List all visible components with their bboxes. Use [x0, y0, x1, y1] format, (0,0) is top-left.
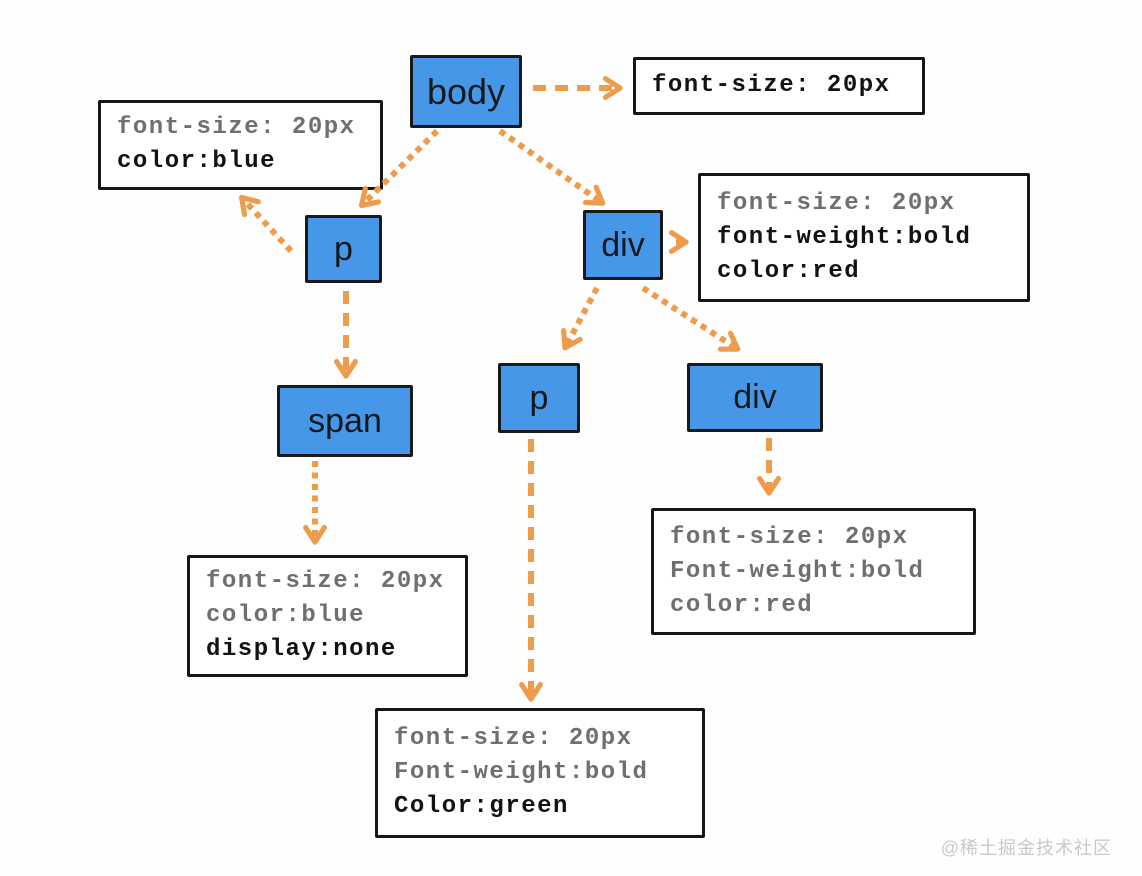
arrow-p-to-p-style [238, 194, 294, 254]
style-rule: color:red [717, 257, 861, 285]
node-p: p [305, 215, 382, 283]
node-label: body [426, 70, 506, 112]
span-style-box: font-size: 20px color:blue display:none [187, 555, 468, 677]
style-rule: font-size: 20px [670, 523, 909, 551]
arrow-div-to-p-child [561, 286, 600, 351]
style-rule: font-size: 20px [206, 568, 445, 595]
node-label: span [308, 401, 382, 440]
p-style-box: font-size: 20px color:blue [98, 100, 383, 190]
node-label: p [334, 229, 353, 268]
node-span: span [277, 385, 413, 457]
style-rule: font-size: 20px [117, 114, 356, 141]
style-rule: font-size: 20px [652, 72, 891, 99]
p-child-style-box: font-size: 20px Font-weight:bold Color:g… [375, 708, 705, 838]
node-label: div [601, 225, 645, 264]
style-rule: Font-weight:bold [394, 759, 649, 786]
node-div-child: div [687, 363, 823, 432]
style-rule: font-size: 20px [394, 725, 633, 752]
watermark: @稀土掘金技术社区 [940, 838, 1112, 858]
node-label: div [733, 378, 777, 416]
node-body: body [410, 55, 522, 128]
style-rule: display:none [206, 636, 397, 663]
style-rule: color:red [670, 591, 814, 619]
div-child-style-box: font-size: 20px Font-weight:bold color:r… [651, 508, 976, 635]
style-rule: font-size: 20px [717, 189, 956, 217]
node-label: p [529, 378, 549, 417]
style-rule: color:blue [117, 148, 277, 175]
div-style-box: font-size: 20px font-weight:bold color:r… [698, 173, 1030, 302]
style-rule: Color:green [394, 793, 569, 820]
style-rule: Font-weight:bold [670, 557, 925, 585]
arrow-body-to-div [498, 128, 606, 206]
style-rule: font-weight:bold [717, 223, 972, 251]
body-style-box: font-size: 20px [633, 57, 925, 115]
node-div: div [583, 210, 663, 280]
style-rule: color:blue [206, 602, 366, 629]
node-p-child: p [498, 363, 580, 433]
